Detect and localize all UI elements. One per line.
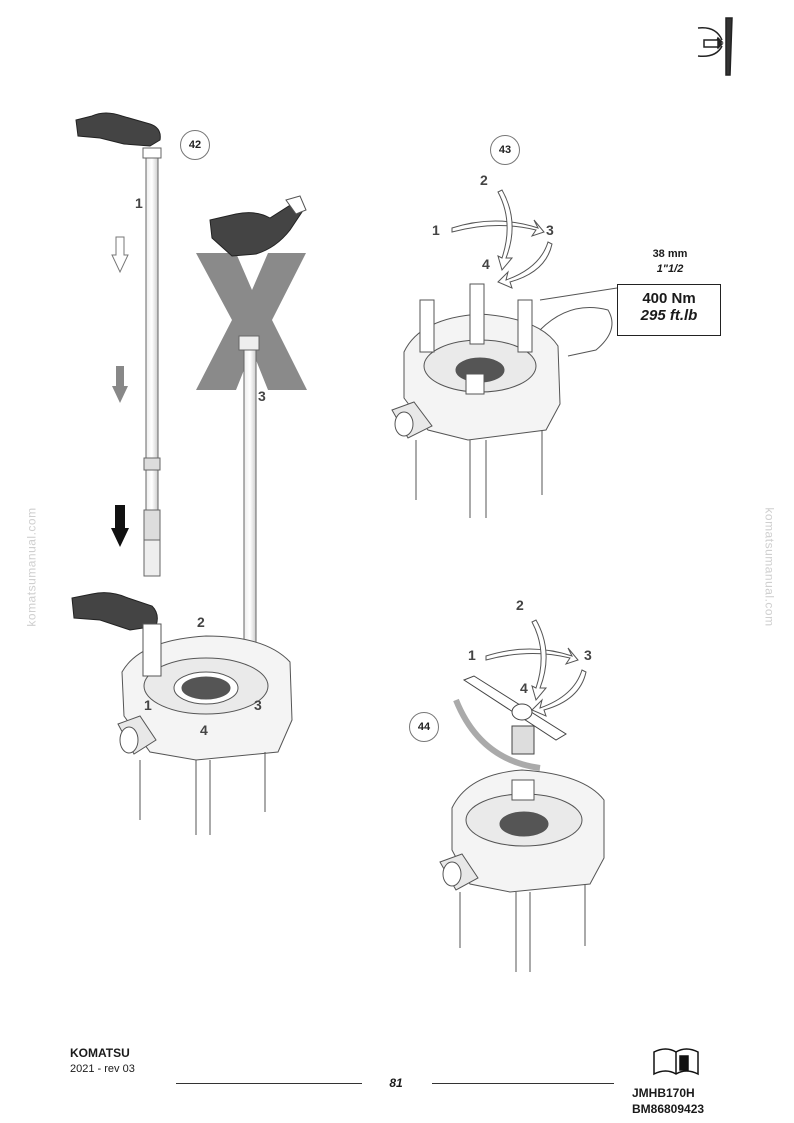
tightening-order-3: 3 [546, 222, 554, 238]
valve-housing-3 [439, 769, 605, 972]
long-rod [142, 147, 162, 577]
footer-model: JMHB170H [632, 1086, 695, 1100]
rod-3 [238, 335, 260, 661]
footer-rule-left [176, 1083, 362, 1084]
watermark-left: komatsumanual.com [24, 507, 39, 627]
page-number: 81 [389, 1076, 403, 1090]
step-badge-42: 42 [180, 130, 210, 160]
rotation-arrows-43 [451, 189, 553, 289]
rotation-arrows-44 [485, 619, 587, 717]
tightening-order-2b: 2 [516, 597, 524, 613]
torque-nm: 400 Nm [642, 290, 696, 307]
valve-housing-1 [117, 623, 293, 835]
tightening-order-4b: 4 [520, 680, 528, 696]
socket-wrench [453, 675, 567, 771]
footer-rule-right [432, 1083, 614, 1084]
callout-4-housing: 4 [200, 722, 208, 738]
tightening-order-3b: 3 [584, 647, 592, 663]
socket-size-inch: 1"1/2 [656, 263, 684, 275]
gloved-hand-top [75, 112, 161, 147]
tightening-order-4: 4 [482, 256, 490, 272]
step-badge-43: 43 [490, 135, 520, 165]
step-badge-44: 44 [409, 712, 439, 742]
torque-box: 400 Nm 295 ft.lb [617, 284, 721, 336]
disassembly-tool-icon [697, 17, 733, 76]
torque-ftlb: 295 ft.lb [640, 307, 698, 324]
gloved-hand-crossed [209, 195, 307, 257]
valve-housing-2 [391, 283, 618, 518]
down-arrow-black [111, 505, 129, 547]
callout-3-rod: 3 [258, 388, 266, 404]
callout-1-housing: 1 [144, 697, 152, 713]
callout-2: 2 [197, 614, 205, 630]
callout-1: 1 [135, 195, 143, 211]
callout-3-housing: 3 [254, 697, 262, 713]
tightening-order-2: 2 [480, 172, 488, 188]
down-arrow-outline [111, 236, 129, 274]
tightening-order-1b: 1 [468, 647, 476, 663]
down-arrow-grey [112, 366, 128, 403]
socket-size-mm: 38 mm [652, 248, 688, 260]
footer-brand: KOMATSU [70, 1046, 130, 1060]
watermark-right: komatsumanual.com [762, 507, 777, 627]
tightening-order-1: 1 [432, 222, 440, 238]
manual-book-icon [653, 1048, 699, 1076]
footer-revision: 2021 - rev 03 [70, 1063, 135, 1075]
footer-doc-code: BM86809423 [632, 1102, 705, 1116]
prohibited-cross [196, 253, 307, 390]
